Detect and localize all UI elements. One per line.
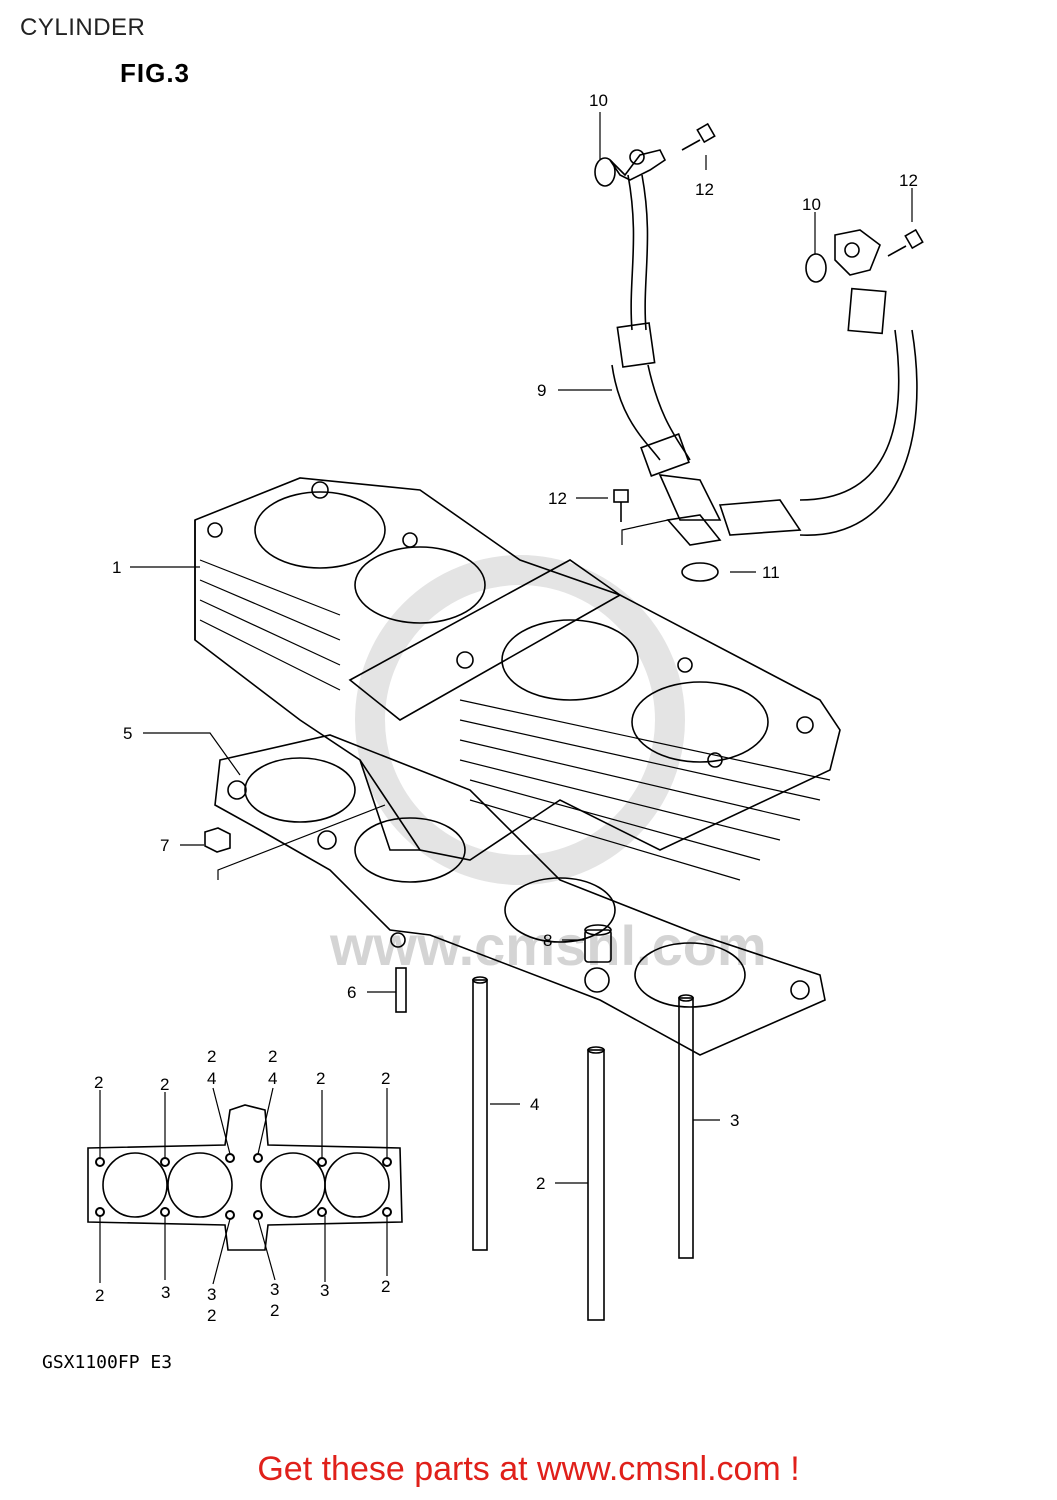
stud-6	[395, 967, 407, 1013]
nut-7	[204, 827, 231, 853]
callout-12-right: 12	[899, 171, 918, 190]
map-top-label-8: 2	[381, 1069, 390, 1088]
figure-label: FIG.3	[120, 58, 191, 88]
callout-11: 11	[762, 563, 780, 582]
callout-10-upper: 10	[589, 91, 608, 110]
map-bottom-label-1: 2	[95, 1286, 104, 1305]
base-gasket	[214, 734, 826, 1056]
stud-bolt-4	[472, 976, 488, 1251]
callout-9: 9	[537, 381, 546, 400]
callout-7: 7	[160, 836, 169, 855]
leader-lines	[130, 112, 913, 1184]
map-bottom-label-5: 3	[270, 1280, 279, 1299]
callout-12-upper: 12	[695, 180, 714, 199]
map-bottom-label-8: 2	[381, 1277, 390, 1296]
bolt-12a	[681, 122, 716, 151]
page-title: CYLINDER	[20, 14, 146, 41]
callout-4: 4	[530, 1095, 539, 1114]
stud-bolt-2	[587, 1046, 605, 1321]
map-top-label-4: 4	[207, 1069, 216, 1088]
bolt-12b	[887, 228, 924, 257]
callout-6: 6	[347, 983, 356, 1002]
cylinder-block	[194, 477, 841, 881]
callout-2: 2	[536, 1174, 545, 1193]
map-bottom-label-6: 2	[270, 1301, 279, 1320]
stud-location-map: 2 2 2 4 2 4 2 2 2 3 3 2 3 2 3 2	[87, 1047, 403, 1325]
dowel-pin-8	[584, 924, 612, 963]
map-top-label-6: 4	[268, 1069, 277, 1088]
callout-3: 3	[730, 1111, 739, 1130]
stud-bolt-3	[678, 994, 694, 1259]
map-bottom-label-7: 3	[320, 1281, 329, 1300]
callout-8: 8	[543, 931, 552, 950]
promo-banner[interactable]: Get these parts at www.cmsnl.com !	[257, 1450, 800, 1488]
model-code: GSX1100FP E3	[42, 1352, 173, 1373]
map-top-label-7: 2	[316, 1069, 325, 1088]
callout-1: 1	[112, 558, 121, 577]
callout-10-lower: 10	[802, 195, 821, 214]
map-top-label-5: 2	[268, 1047, 277, 1066]
oil-hose-assembly	[609, 149, 918, 546]
map-top-label-2: 2	[160, 1075, 169, 1094]
o-ring-11	[681, 562, 719, 582]
callout-5: 5	[123, 724, 132, 743]
watermark-logo	[355, 555, 685, 885]
map-top-label-1: 2	[94, 1073, 103, 1092]
map-bottom-label-3: 3	[207, 1285, 216, 1304]
callout-12-lower: 12	[548, 489, 567, 508]
map-bottom-label-2: 3	[161, 1283, 170, 1302]
bolt-12c	[613, 489, 629, 522]
o-ring-10a	[594, 157, 616, 187]
map-top-label-3: 2	[207, 1047, 216, 1066]
o-ring-10b	[805, 253, 827, 283]
map-bottom-label-4: 2	[207, 1306, 216, 1325]
